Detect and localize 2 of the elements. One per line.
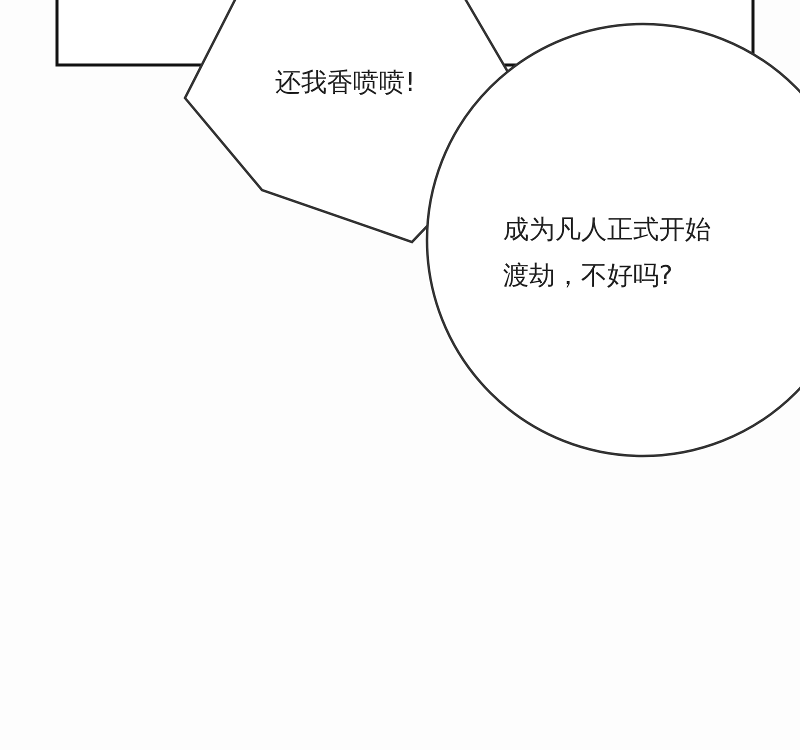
- speech-text: 成为凡人正式开始渡劫，不好吗?: [503, 214, 712, 293]
- speech-text: 还我香喷喷!: [275, 67, 416, 100]
